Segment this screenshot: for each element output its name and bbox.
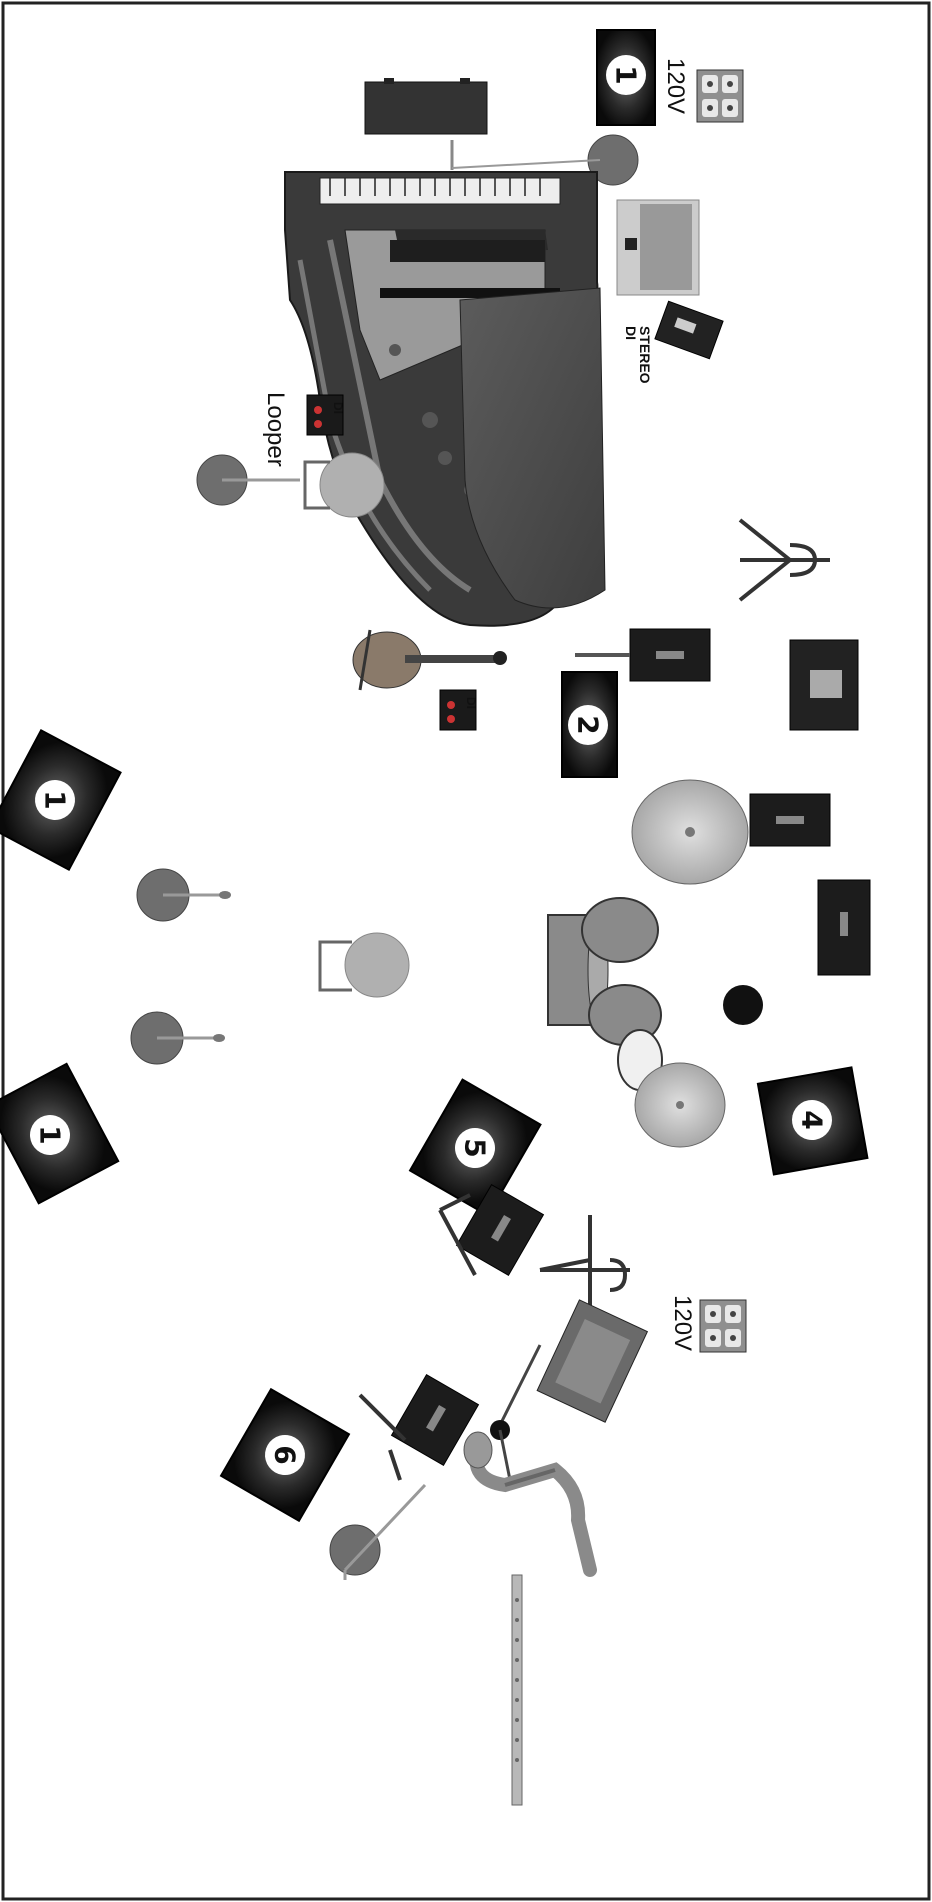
drum-monitor-cab <box>818 880 870 975</box>
monitor-5: 5 <box>410 1080 540 1216</box>
laptop <box>617 200 699 295</box>
flute <box>512 1575 522 1805</box>
music-stand-1 <box>630 629 710 681</box>
monitor-1a: 1 <box>0 730 121 869</box>
drum-kit <box>548 780 763 1147</box>
di-box-piano: DI <box>307 395 345 435</box>
monitor-3: 2 <box>562 672 617 777</box>
power-label-bottom: 120V <box>669 1295 696 1351</box>
vocal-stool <box>345 933 409 997</box>
saxophone <box>464 1432 590 1570</box>
vocal-mic-1 <box>137 869 231 921</box>
svg-text:5: 5 <box>458 1138 491 1157</box>
svg-text:1: 1 <box>38 790 71 809</box>
vocal-mic-2 <box>131 1012 225 1064</box>
music-stand-drums <box>750 794 830 846</box>
monitor-2: 1 <box>597 30 655 125</box>
svg-text:1: 1 <box>610 65 643 84</box>
horn-mic-base <box>330 1525 380 1575</box>
power-label-top: 120V <box>662 58 689 114</box>
monitor-4: 4 <box>758 1067 868 1174</box>
amp-stand-leg <box>500 1345 540 1425</box>
music-stand-on-piano <box>390 240 545 262</box>
di-box-guitar: DI <box>440 690 478 730</box>
power-outlet-bottom <box>700 1300 746 1352</box>
power-outlet-top <box>697 70 743 122</box>
looper-label: Looper <box>262 392 289 467</box>
svg-text:6: 6 <box>268 1445 301 1464</box>
horn-amp <box>537 1300 647 1422</box>
keyboard-amp <box>365 78 487 134</box>
drum-throne <box>723 985 763 1025</box>
svg-text:4: 4 <box>796 1110 829 1129</box>
svg-text:1: 1 <box>33 1125 66 1144</box>
monitor-1b: 1 <box>0 1064 118 1203</box>
sax-stand <box>540 1215 630 1315</box>
acoustic-guitar <box>353 630 507 690</box>
bass-amp <box>790 640 858 730</box>
stereo-di-box <box>655 301 723 358</box>
piano-mic-boom <box>452 160 600 168</box>
stereo-di-label: STEREO DI <box>623 326 653 387</box>
monitor-6: 6 <box>221 1389 349 1521</box>
guitar-stand <box>740 520 830 600</box>
svg-text:2: 2 <box>572 715 605 734</box>
svg-text:DI: DI <box>331 402 345 414</box>
svg-text:DI: DI <box>464 697 478 709</box>
